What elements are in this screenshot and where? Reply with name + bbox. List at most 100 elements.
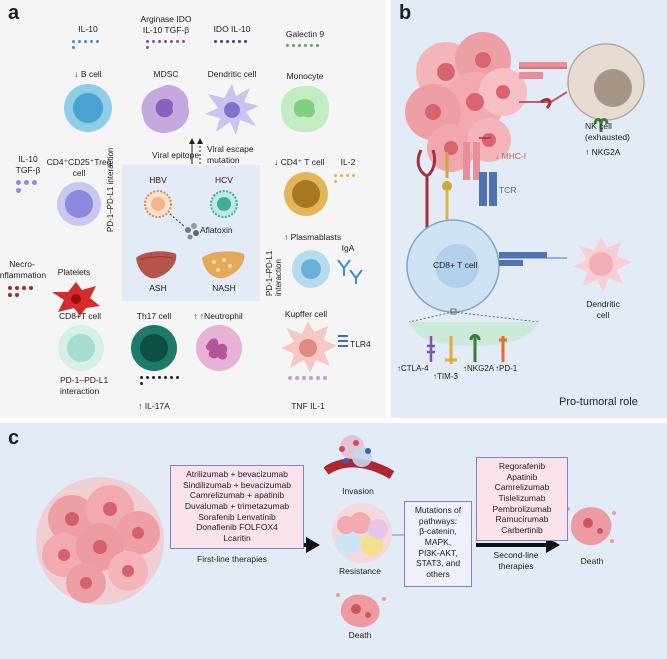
death-cells-right-icon [566,507,616,546]
b-cell-label: ↓ B cell [74,69,102,79]
invasion-label: Invasion [342,486,374,496]
viral-epitope-label: Viral epitope [152,150,200,160]
dc-label: Dendritic cell [207,69,257,79]
neutrophil-icon [196,325,242,371]
cd8-t-cell-icon [406,219,500,313]
resistance-icon [332,503,392,563]
treg-dots [16,180,40,193]
first-line-item: Camrelizumab + apatinib [189,490,285,501]
il2-dots [334,174,360,183]
dendritic-cell-icon [573,236,631,292]
mdsc-dots [146,40,188,49]
il17a-dots [140,376,184,385]
mutations-item: Mutations of [414,505,462,515]
pd1-bottom-line2: interaction [60,386,100,396]
cd4-cell-icon [284,172,328,216]
il17a-label: ↑ IL-17A [138,401,170,411]
cd4-label: ↓ CD4⁺ T cell [274,157,325,167]
panel-c: c [0,423,667,659]
second-line-item: Tislelizumab [498,492,546,503]
first-line-item: Donafienib FOLFOX4 [196,522,278,533]
hbv-virus-icon [144,190,172,218]
pd1-label: ↑PD-1 [495,364,518,373]
nk-label-line1: NK cell [585,121,612,131]
monocyte-label: Monocyte [286,71,324,81]
aflatoxin-icon [169,213,199,240]
b-cell-icon [64,84,112,132]
resistance-label: Resistance [338,566,382,576]
mutations-item: PI3K-AKT, [418,547,458,558]
il10-label: IL-10 [78,24,98,34]
platelets-icon [52,282,100,316]
mdsc-label: MDSC [153,69,179,79]
panel-a-label: a [8,2,20,24]
aflatoxin-label: Aflatoxin [200,225,233,235]
pd1-interaction-right: PD-1–PD-L1 interaction [265,250,283,296]
nk-label-line2: (exhausted) [585,132,630,142]
panel-b-diagram [405,32,645,364]
nkg2a-top-label: ↑ NKG2A [585,147,621,157]
ash-label: ASH [149,283,167,293]
plasmablast-icon [292,250,330,288]
hcv-label: HCV [215,175,233,185]
treg-cell-icon [57,182,101,226]
panel-c-diagram [36,435,616,628]
mutations-item: MAPK, [424,536,452,547]
mdsc-icon [141,84,190,134]
tcr-label: TCR [499,185,517,195]
treg-factors-line1: IL-10 [18,154,38,164]
kupffer-cell-icon [281,321,337,373]
mutations-item: others [426,568,450,579]
viral-escape-line2: mutation [207,155,240,165]
death-cells-mid-icon [336,593,386,628]
tlr4-label: TLR4 [350,339,371,349]
necro-line2: inflammation [0,270,47,280]
mutations-item: STAT3, and [415,558,461,569]
mhc-label: ↓ MHC-I [495,151,527,161]
cd8-cell-icon [58,325,104,371]
cd8-label: CD8+T cell [58,311,102,321]
mutations-item: β-catenin, [419,526,457,537]
first-line-box: Atrilizumab + bevacizumab Sindilizumab +… [170,465,304,549]
iga-label: IgA [341,243,355,253]
kupffer-label: Kupffer cell [284,309,328,319]
first-line-label: First-line therapies [197,554,267,564]
second-line-item: Ramucirumab [495,514,549,525]
cd8-label: CD8+ T cell [433,260,478,270]
iga-antibody-icon [337,259,363,284]
tumor-mass-icon [36,477,164,605]
pd1-interaction-left: PD-1–PD-L1 interaction [106,147,115,232]
il2-label: IL-2 [340,157,356,167]
il10-dots [72,40,104,49]
dendritic-label-line1: Dendritic [586,299,620,309]
necro-dots [8,286,38,297]
nk-cell-icon [567,43,645,121]
tnf-il1-label: TNF IL-1 [291,401,325,411]
dc-dots [214,40,250,43]
second-line-item: Camrelizumab [494,482,550,493]
panel-c-label: c [8,427,20,449]
first-line-item: Lcaritin [223,532,251,543]
second-line-label-line2: therapies [498,561,534,571]
etiology-box [122,165,260,301]
monocyte-icon [280,85,330,133]
invasion-icon [323,435,395,479]
treg-label-line2: cell [72,168,86,178]
second-line-item: Pembrolizumab [492,503,552,514]
second-line-label-line1: Second-line [493,550,539,560]
treg-label-line1: CD4⁺CD25⁺Treg [46,157,112,167]
panel-b-label: b [399,2,412,24]
tim3-label: ↑TIM-3 [433,372,458,381]
mdsc-factors-line2: IL-10 TGF-β [142,25,190,35]
necro-line1: Necro- [9,259,35,269]
plasmablasts-label: ↑ Plasmablasts [284,232,342,242]
second-line-box: Regorafenib Apatinib Camrelizumab Tislel… [476,457,568,541]
viral-arrows [189,138,203,164]
panel-a: a IL-10 ↓ B cell Arginase IDO IL-10 TGF-… [0,0,386,418]
nash-label: NASH [212,283,236,293]
platelets-label: Platelets [57,267,91,277]
mdsc-factors-line1: Arginase IDO [140,14,192,24]
nash-liver-icon [202,251,245,279]
death-right-label: Death [580,556,604,566]
ash-liver-icon [136,251,177,279]
